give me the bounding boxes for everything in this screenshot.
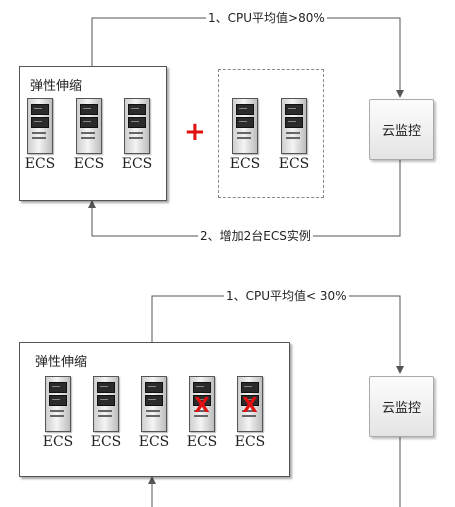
ecs-label: ECS [42,434,74,450]
ecs-label: ECS [90,434,122,450]
bottom-trigger-label: 1、CPU平均值< 30% [224,289,349,303]
ecs-label: ECS [186,434,218,450]
ecs-label: ECS [234,434,266,450]
server-icon [124,98,150,154]
top-cloud-monitor: 云监控 [369,99,434,160]
ecs-server-removed: X ECS [181,376,223,460]
server-icon [93,376,119,432]
top-group-title: 弹性伸缩 [30,79,83,94]
server-icon: X [189,376,215,432]
server-icon [281,98,307,154]
ecs-label: ECS [229,156,261,172]
ecs-server: ECS [68,98,110,182]
top-action-label: 2、增加2台ECS实例 [198,229,313,243]
bottom-group-title: 弹性伸缩 [35,355,88,370]
plus-icon: + [184,117,206,147]
server-icon [45,376,71,432]
ecs-server: ECS [133,376,175,460]
server-icon: X [237,376,263,432]
ecs-label: ECS [121,156,153,172]
ecs-label: ECS [278,156,310,172]
ecs-server-added: ECS [273,98,315,182]
server-icon [27,98,53,154]
ecs-server-added: ECS [224,98,266,182]
ecs-server: ECS [85,376,127,460]
server-icon [76,98,102,154]
ecs-server-removed: X ECS [229,376,271,460]
removed-x-icon: X [194,393,210,417]
ecs-label: ECS [138,434,170,450]
ecs-server: ECS [116,98,158,182]
ecs-server: ECS [37,376,79,460]
bottom-cloud-monitor: 云监控 [369,376,434,437]
ecs-label: ECS [24,156,56,172]
removed-x-icon: X [242,393,258,417]
top-trigger-label: 1、CPU平均值>80% [206,11,327,25]
ecs-label: ECS [73,156,105,172]
ecs-server: ECS [19,98,61,182]
server-icon [141,376,167,432]
server-icon [232,98,258,154]
